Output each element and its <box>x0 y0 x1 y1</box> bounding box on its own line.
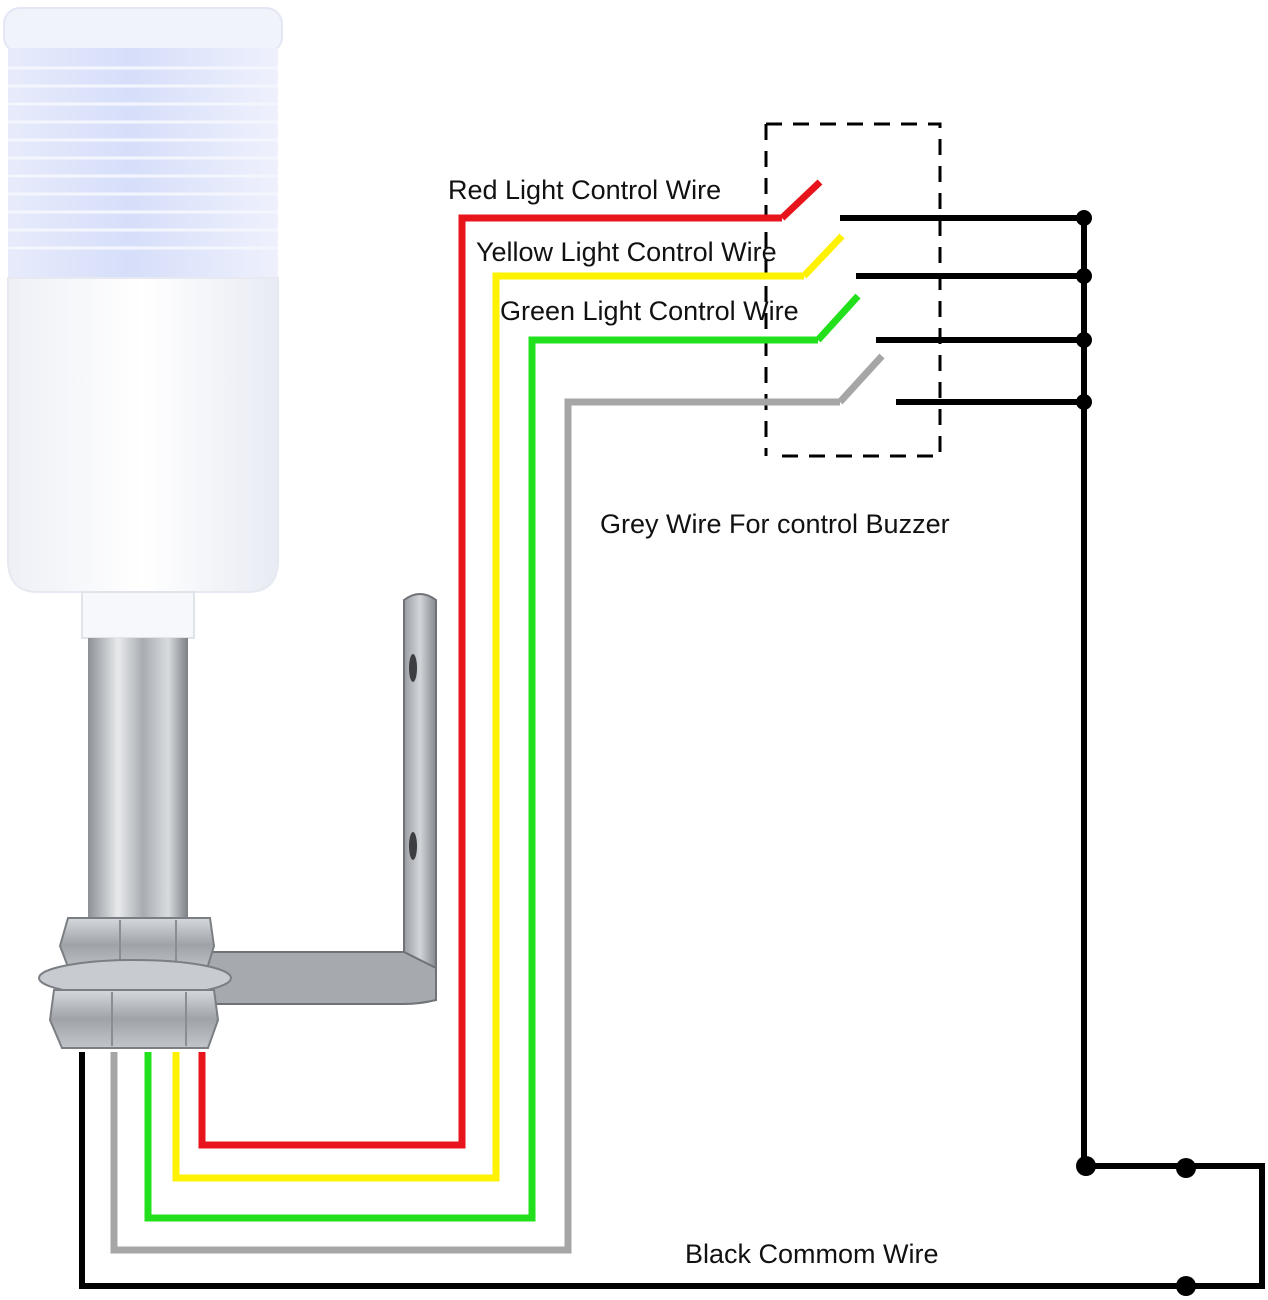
red-wire-label: Red Light Control Wire <box>448 175 722 205</box>
green-switch-blade <box>815 293 861 343</box>
lower-nut <box>48 989 220 1049</box>
wire-junctions <box>1076 210 1196 1296</box>
grey-wire-label: Grey Wire For control Buzzer <box>600 509 950 539</box>
lamp-neck <box>81 591 195 639</box>
black-wire-label: Black Commom Wire <box>685 1239 939 1269</box>
red-switch-blade <box>779 179 823 221</box>
lamp-body <box>7 277 279 593</box>
junction-dot <box>1176 1276 1196 1296</box>
yellow-switch-blade <box>801 233 845 279</box>
green-wire-label: Green Light Control Wire <box>500 296 799 326</box>
lamp-cap <box>3 7 283 54</box>
junction-dot <box>1076 210 1092 226</box>
junction-dot <box>1076 268 1092 284</box>
bracket-hole-bottom <box>409 832 417 860</box>
switch-box <box>766 122 942 458</box>
junction-dot <box>1076 1156 1096 1176</box>
green-wire <box>144 293 861 1222</box>
bracket-hole-top <box>409 654 417 682</box>
lens-ribs <box>8 66 278 250</box>
junction-dot <box>1076 332 1092 348</box>
mounting-bracket <box>189 593 437 1005</box>
junction-dot <box>1076 394 1092 410</box>
bracket-upright <box>403 593 437 1001</box>
mounting-nuts <box>38 917 232 1049</box>
black-common-wire <box>79 215 1265 1289</box>
bracket-base <box>189 951 437 1005</box>
red-wire <box>198 179 823 1149</box>
grey-wire <box>110 353 885 1254</box>
lamp-lens <box>8 48 278 278</box>
yellow-wire-label: Yellow Light Control Wire <box>476 237 777 267</box>
junction-dot <box>1176 1158 1196 1178</box>
yellow-wire <box>172 233 845 1182</box>
signal-tower-lamp <box>3 7 283 923</box>
grey-switch-blade <box>837 353 885 405</box>
lamp-pole <box>88 638 188 923</box>
